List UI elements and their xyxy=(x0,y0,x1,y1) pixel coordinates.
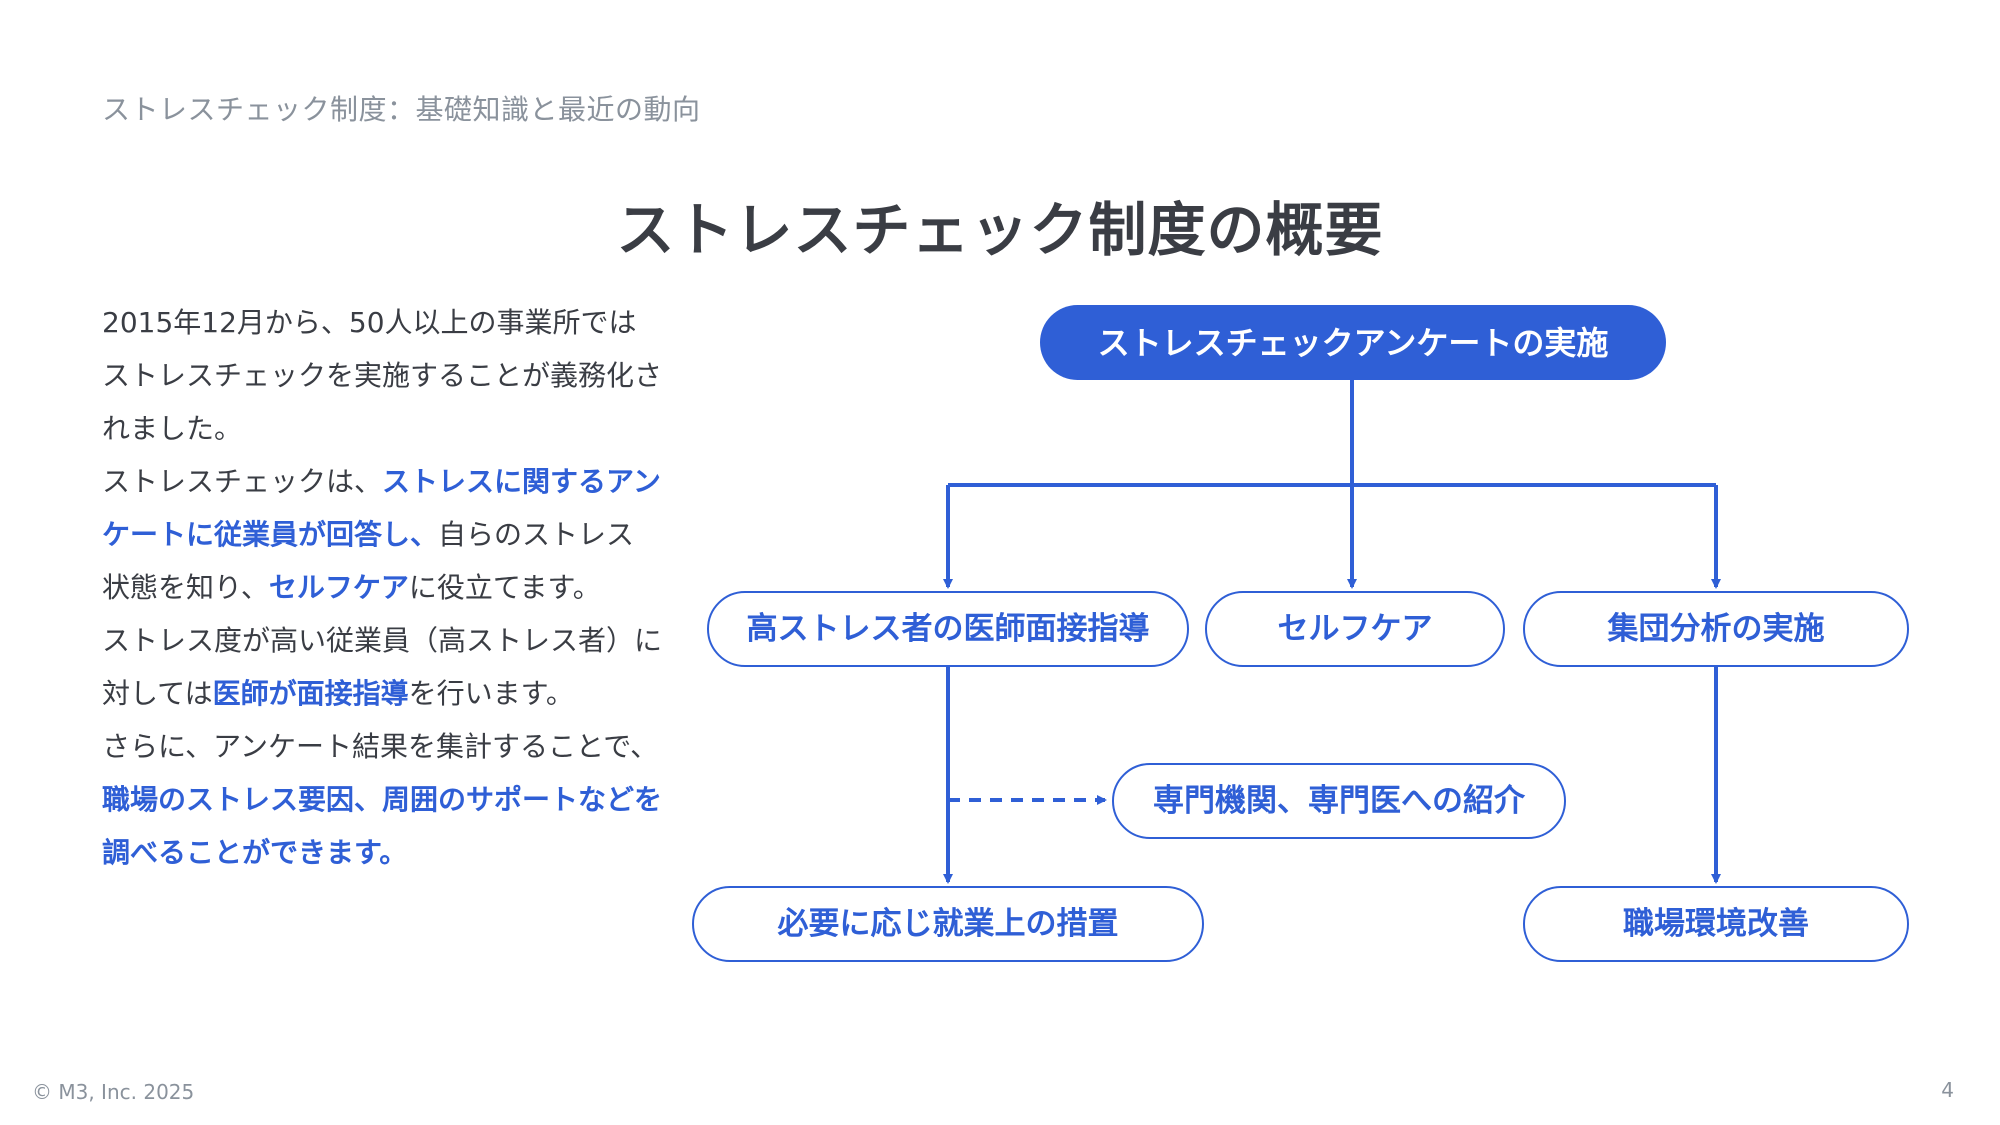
footer-copyright: © M3, Inc. 2025 xyxy=(32,1080,195,1104)
analysis-highlight: 職場のストレス要因、周囲のサポートなどを調べることができます。 xyxy=(102,783,663,869)
flow-connectors xyxy=(943,380,1721,884)
high-stress-text-a: ストレス度が高い従業員（高ストレス者）に対しては xyxy=(102,624,663,710)
node-workplace-improvement: 職場環境改善 xyxy=(1523,886,1909,962)
node-workplace-improvement-label: 職場環境改善 xyxy=(1623,906,1809,942)
purpose-highlight-survey: ストレスに関するアンケートに従業員が回答し、 xyxy=(102,465,661,551)
description-text: 2015年12月から、50人以上の事業所ではストレスチェックを実施することが義務… xyxy=(102,296,662,879)
paragraph-purpose: ストレスチェックは、ストレスに関するアンケートに従業員が回答し、自らのストレス状… xyxy=(102,455,662,614)
node-self-care-label: セルフケア xyxy=(1278,611,1433,647)
node-work-measures-label: 必要に応じ就業上の措置 xyxy=(778,906,1119,942)
node-group-analysis-label: 集団分析の実施 xyxy=(1607,611,1825,647)
node-self-care: セルフケア xyxy=(1205,591,1505,667)
node-referral-label: 専門機関、専門医への紹介 xyxy=(1153,783,1526,819)
page-title: ストレスチェック制度の概要 xyxy=(616,196,1384,264)
purpose-highlight-selfcare: セルフケア xyxy=(268,571,409,604)
paragraph-mandate: 2015年12月から、50人以上の事業所ではストレスチェックを実施することが義務… xyxy=(102,306,663,445)
header-caption: ストレスチェック制度：基礎知識と最近の動向 xyxy=(102,93,701,126)
node-high-stress-interview-label: 高ストレス者の医師面接指導 xyxy=(747,611,1150,647)
node-referral: 専門機関、専門医への紹介 xyxy=(1112,763,1566,839)
node-survey: ストレスチェックアンケートの実施 xyxy=(1040,305,1666,380)
high-stress-text-b: を行います。 xyxy=(408,677,574,710)
paragraph-high-stress: ストレス度が高い従業員（高ストレス者）に対しては医師が面接指導を行います。 xyxy=(102,614,662,720)
purpose-text-b: 自らのストレス状態を知り、 xyxy=(102,518,635,604)
purpose-text-c: に役立てます。 xyxy=(408,571,601,604)
node-survey-label: ストレスチェックアンケートの実施 xyxy=(1098,324,1609,362)
node-group-analysis: 集団分析の実施 xyxy=(1523,591,1909,667)
paragraph-analysis: さらに、アンケート結果を集計することで、職場のストレス要因、周囲のサポートなどを… xyxy=(102,720,662,879)
purpose-text-a: ストレスチェックは、 xyxy=(102,465,383,498)
page-number: 4 xyxy=(1941,1078,1954,1102)
node-high-stress-interview: 高ストレス者の医師面接指導 xyxy=(707,591,1189,667)
analysis-text-a: さらに、アンケート結果を集計することで、 xyxy=(102,730,659,763)
node-work-measures: 必要に応じ就業上の措置 xyxy=(692,886,1204,962)
high-stress-highlight: 医師が面接指導 xyxy=(212,677,409,710)
